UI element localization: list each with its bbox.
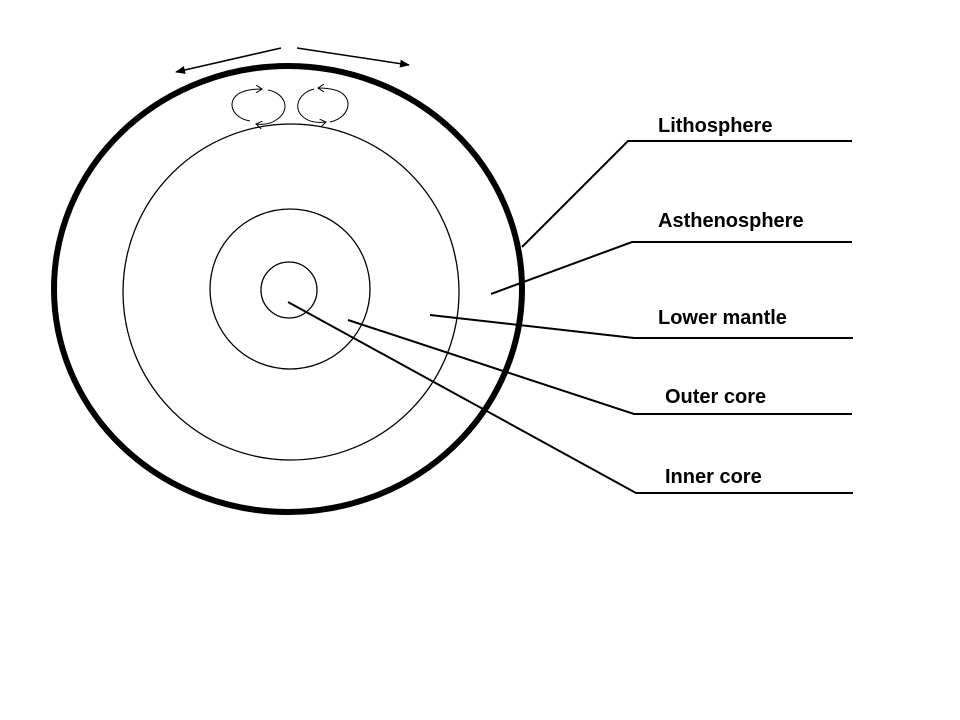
inner-core-label: Inner core [665,466,762,488]
lower-mantle-boundary-circle [122,123,460,461]
lithosphere-label: Lithosphere [658,115,772,137]
asthenosphere-leader [490,241,852,295]
plate-motion-left-arrow [175,47,282,74]
asthenosphere-label: Asthenosphere [658,210,804,232]
inner-core-leader [287,301,853,494]
outer-core-boundary-circle [209,208,371,370]
outer-core-leader [347,319,852,415]
lower-mantle-leader [429,314,853,339]
convection-current-left-icon [231,89,286,124]
lower-mantle-label: Lower mantle [658,307,787,329]
lithosphere-outer-circle [51,63,525,515]
outer-core-label: Outer core [665,386,766,408]
plate-motion-right-arrow [296,47,410,68]
inner-core-circle [260,261,318,319]
convection-current-right-icon [297,88,349,122]
lithosphere-leader [521,140,852,248]
